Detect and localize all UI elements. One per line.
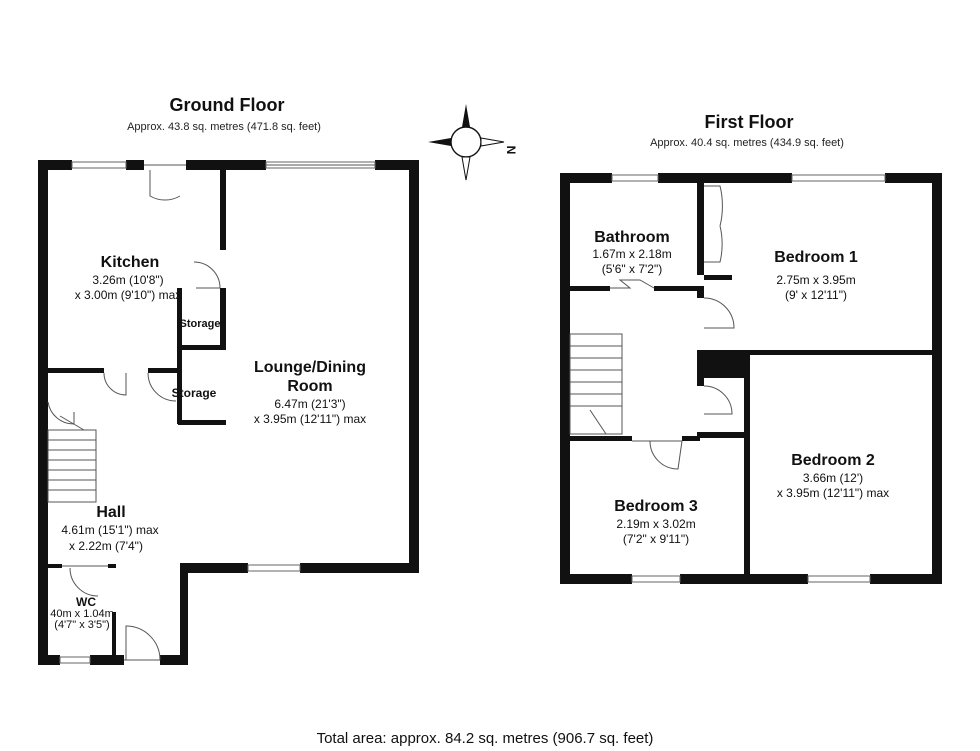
room-lounge-dining: Lounge/Dining Room 6.47m (21'3") x 3.95m… [254,359,366,426]
bedroom1-name: Bedroom 1 [774,249,858,266]
bathroom-dim1: 1.67m x 2.18m [592,247,671,261]
storage-lower-name: Storage [172,386,217,400]
bedroom2-name: Bedroom 2 [791,452,875,469]
room-hall: Hall 4.61m (15'1") max x 2.22m (7'4") [61,504,158,553]
first-floor-doors [610,185,735,470]
ground-floor-stairs [47,415,97,503]
bathroom-name: Bathroom [594,229,670,246]
bedroom1-dim2: (9' x 12'11") [785,288,847,302]
lounge-name-line2: Room [287,378,332,395]
hall-dim2: x 2.22m (7'4") [69,539,143,553]
wc-name: WC [76,595,96,609]
compass-north-label: N [504,146,518,155]
lounge-dim2: x 3.95m (12'11") max [254,412,366,426]
bedroom3-dim2: (7'2" x 9'11") [623,532,689,546]
ground-floor-area: Approx. 43.8 sq. metres (471.8 sq. feet) [127,121,321,133]
ground-floor-doors [47,164,221,661]
lounge-name-line1: Lounge/Dining [254,359,366,376]
first-floor-walls [560,173,942,584]
first-floor-title: First Floor [705,112,794,132]
hall-dim1: 4.61m (15'1") max [61,523,158,537]
ground-floor-windows [59,161,376,664]
bathroom-dim2: (5'6" x 7'2") [602,262,662,276]
kitchen-dim2: x 3.00m (9'10") max [75,288,182,302]
bedroom2-dim2: x 3.95m (12'11") max [777,486,889,500]
room-storage-lower: Storage [172,386,217,400]
room-kitchen: Kitchen 3.26m (10'8") x 3.00m (9'10") ma… [75,254,182,302]
first-floor-windows [611,174,886,583]
bedroom1-dim1: 2.75m x 3.95m [776,273,855,287]
first-floor: First Floor Approx. 40.4 sq. metres (434… [560,112,942,584]
ground-floor: Ground Floor Approx. 43.8 sq. metres (47… [38,95,419,665]
room-wc: WC 40m x 1.04m (4'7" x 3'5") [50,595,114,631]
kitchen-dim1: 3.26m (10'8") [92,273,163,287]
ground-floor-walls [38,160,419,665]
bedroom2-dim1: 3.66m (12') [803,471,863,485]
lounge-dim1: 6.47m (21'3") [274,397,345,411]
room-storage-upper: Storage [180,318,221,330]
first-floor-area: Approx. 40.4 sq. metres (434.9 sq. feet) [650,137,844,149]
bedroom3-name: Bedroom 3 [614,498,698,515]
first-floor-stairs [569,333,623,435]
room-bedroom-2: Bedroom 2 3.66m (12') x 3.95m (12'11") m… [777,452,889,500]
room-bedroom-1: Bedroom 1 2.75m x 3.95m (9' x 12'11") [774,249,858,302]
total-area: Total area: approx. 84.2 sq. metres (906… [317,730,654,747]
kitchen-name: Kitchen [101,254,160,271]
hall-name: Hall [96,504,125,521]
storage-upper-name: Storage [180,318,221,330]
room-bathroom: Bathroom 1.67m x 2.18m (5'6" x 7'2") [592,229,671,276]
wc-dim1: 40m x 1.04m [50,608,114,620]
compass-icon: N [428,104,518,181]
bedroom3-dim1: 2.19m x 3.02m [616,517,695,531]
room-bedroom-3: Bedroom 3 2.19m x 3.02m (7'2" x 9'11") [614,498,698,546]
ground-floor-title: Ground Floor [170,95,285,115]
wc-dim2: (4'7" x 3'5") [54,619,109,631]
